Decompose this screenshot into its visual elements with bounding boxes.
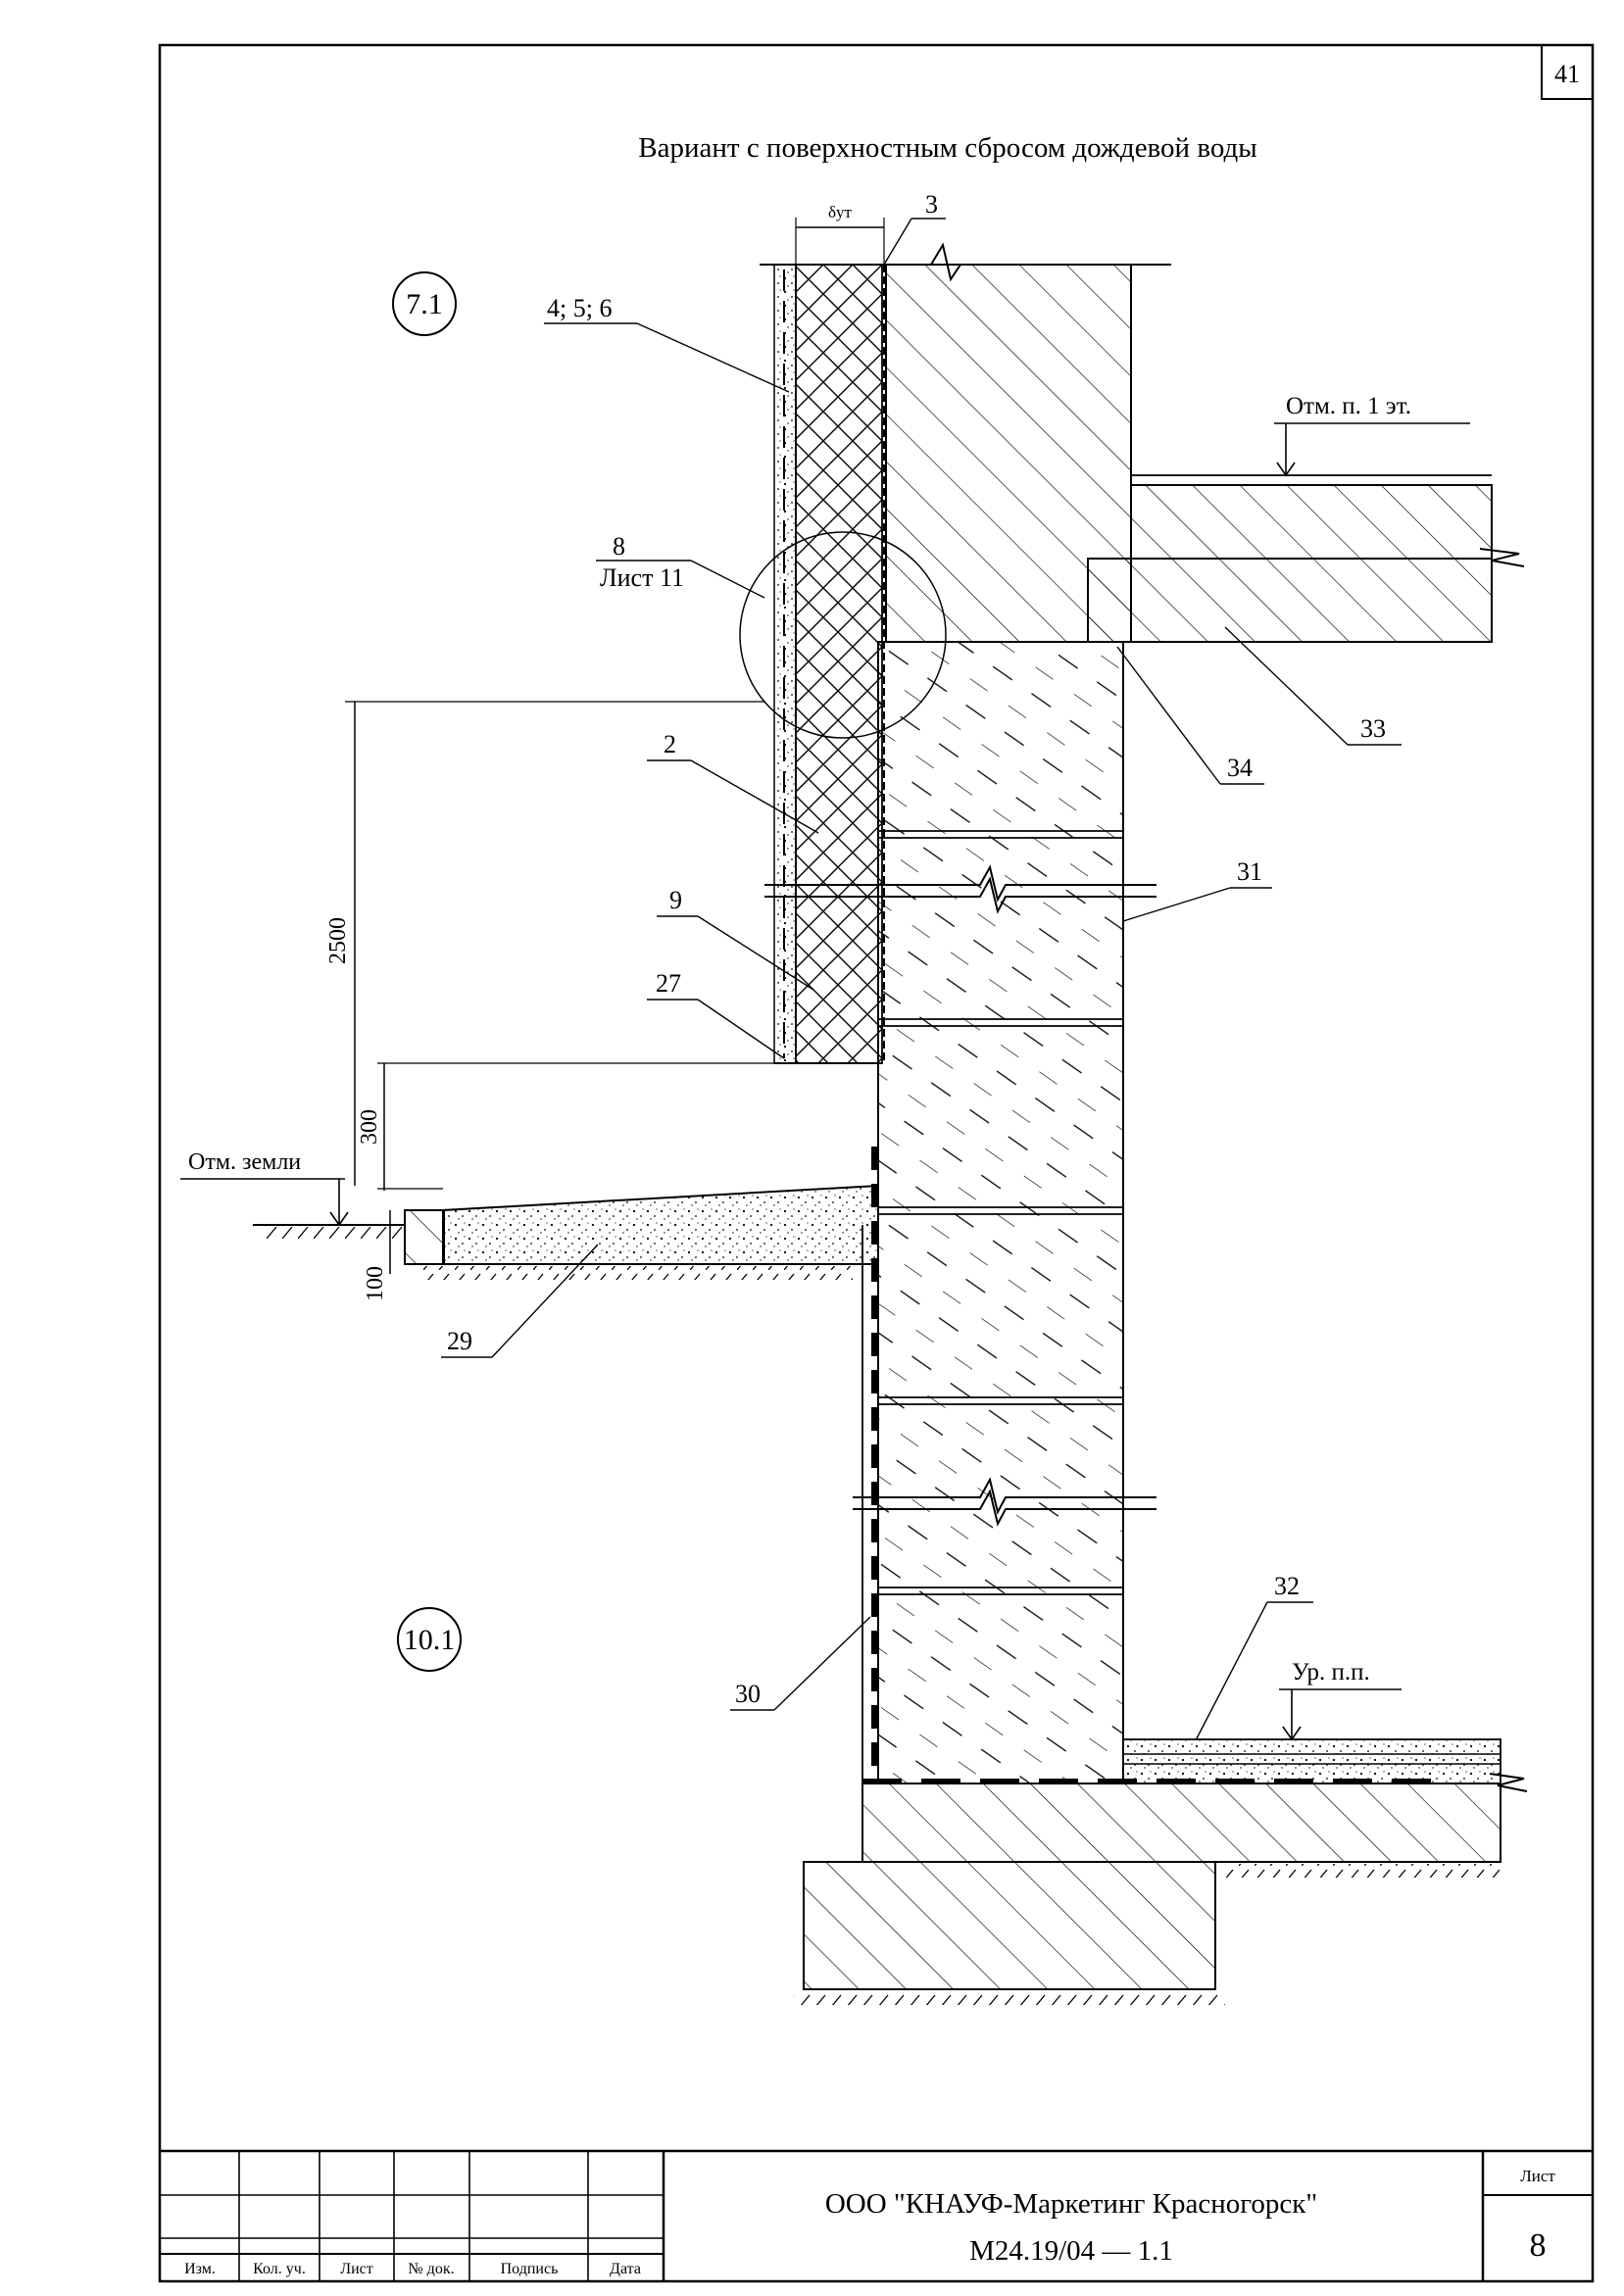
callout-leaders [441,218,1402,1741]
dim-2500: 2500 [325,917,351,964]
basement-floor-32 [1122,1738,1501,1784]
page-number-box [1541,44,1594,100]
callout-33: 33 [1360,714,1386,743]
tb-organization: ООО "КНАУФ-Маркетинг Красногорск" [825,2188,1317,2220]
block-joints [878,830,1123,1595]
slab-break-symbol [1479,548,1525,567]
node-number-lower: 10.1 [404,1624,456,1656]
elevation-arrow-basement [1282,1726,1302,1741]
elevation-arrow-ground [329,1211,349,1227]
dim-insulation-label: δут [828,203,853,221]
sheet-frame [158,43,1595,2283]
foundation-footing [803,1861,1216,1990]
tb-col-kol: Кол. уч. [253,2261,306,2277]
slab-break-symbol-lower [1489,1773,1528,1792]
tb-col-list: Лист [340,2261,373,2277]
node-number-upper: 7.1 [406,288,443,320]
drawing-title: Вариант с поверхностным сбросом дождевой… [638,132,1256,164]
floor-slab [1130,484,1493,560]
detail-8-number: 8 [613,532,625,561]
ground-hatch-under [421,1266,853,1280]
detail-8-leader [690,560,765,599]
callout-2: 2 [664,730,676,758]
curb-stone [404,1209,445,1265]
callout-29: 29 [447,1327,472,1355]
page-number: 41 [1554,60,1580,88]
elevation-floor-1: Отм. п. 1 эт. [1286,393,1411,419]
elevation-arrow-floor [1276,462,1296,477]
callout-3: 3 [925,190,938,219]
title-block [160,2149,1593,2281]
node-marker-lower [397,1607,462,1672]
tb-col-date: Дата [610,2261,641,2277]
elevation-ground: Отм. земли [188,1149,301,1175]
elevation-basement-floor: Ур. п.п. [1292,1659,1370,1685]
node-marker-upper [392,271,457,336]
callout-9: 9 [669,886,682,914]
tb-col-sign: Подпись [501,2261,559,2277]
ground-hatch-footing [794,1991,1225,2005]
detail-circle-8 [739,531,947,739]
detail-8-sheet: Лист 11 [600,563,684,592]
dim-100: 100 [363,1266,388,1301]
ground-hatch-slab [1225,1864,1500,1878]
callout-30: 30 [735,1680,761,1708]
foundation-slab [861,1783,1501,1863]
tb-document-code: М24.19/04 — 1.1 [969,2235,1173,2267]
tb-sheet-number: 8 [1530,2227,1547,2264]
tb-sheet-label: Лист [1520,2167,1555,2185]
block-wall [877,641,1124,1784]
callout-34: 34 [1227,754,1253,782]
ground-hatch-left [265,1227,402,1241]
callout-31: 31 [1237,857,1262,886]
dim-300: 300 [357,1109,382,1145]
top-break-symbol [930,242,961,282]
tb-col-izm: Изм. [184,2261,216,2277]
callout-4-5-6: 4; 5; 6 [547,294,612,322]
callout-27: 27 [656,969,681,998]
wall-break-upper [764,864,1156,914]
wall-break-lower [853,1477,1156,1527]
floor-beam-33 [1087,558,1493,643]
callout-32: 32 [1274,1572,1300,1600]
blind-area-29 [442,1184,879,1265]
insulation-layer [795,264,883,1064]
tb-col-doc: № док. [408,2261,454,2277]
